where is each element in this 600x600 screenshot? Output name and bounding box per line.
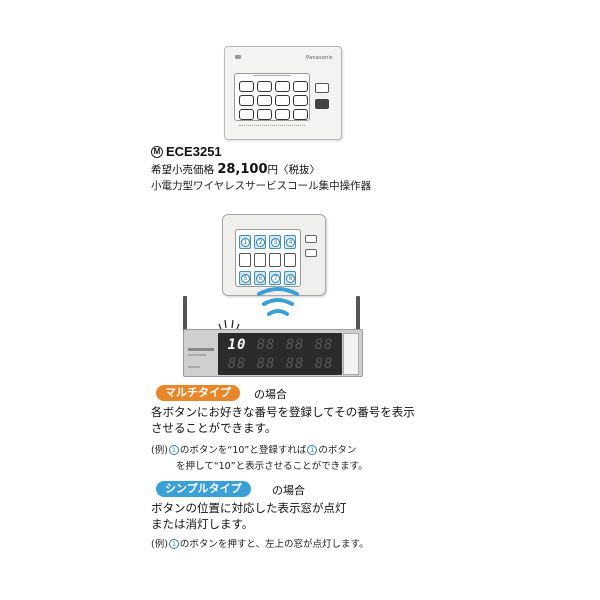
panel-button	[239, 95, 254, 106]
brand-label: Panasonic	[306, 55, 333, 61]
product-description: 小電力型ワイヤレスサービスコール集中操作器	[151, 180, 372, 192]
panel-button	[293, 109, 308, 120]
m-mark-icon: M	[151, 145, 163, 158]
panel-footer-line	[239, 125, 305, 128]
diagram-panel-button: 4	[284, 235, 296, 249]
wireless-signal-icon	[257, 287, 299, 316]
diagram-panel-button: 5	[239, 271, 251, 285]
price-value: 28,100	[217, 162, 268, 177]
panel-button	[257, 95, 272, 106]
price-label: 希望小売価格	[151, 164, 214, 176]
diagram-panel-button: 6	[254, 271, 266, 285]
circle-number-icon: 4	[286, 238, 295, 247]
price-unit: 円	[267, 164, 279, 176]
multi-example-line-2: を押して“10”と表示させることができます。	[176, 461, 368, 472]
antenna-left	[183, 296, 187, 336]
simple-type-suffix: の場合	[272, 484, 305, 497]
diagram-panel-button: 1	[239, 235, 251, 249]
diagram-panel-button: 8	[284, 271, 296, 285]
circle-number-icon: 7	[271, 274, 280, 283]
panel-button	[293, 81, 308, 92]
grid-title-line	[253, 75, 291, 78]
receiver-side-panel	[343, 333, 359, 375]
segment-digit: 88	[227, 356, 247, 372]
button-grid	[239, 81, 308, 120]
multi-line-2: させることができます。	[151, 421, 277, 435]
circle-number-icon: 8	[286, 274, 295, 283]
multi-line-1: 各ボタンにお好きな番号を登録してその番号を表示	[151, 405, 415, 419]
model-number: M ECE3251	[151, 144, 222, 159]
circle-number-icon: 1	[307, 445, 318, 455]
flash-burst-icon	[218, 319, 240, 330]
circle-number-icon: 3	[271, 238, 280, 247]
display-receiver: 10 88 88 88 88 88 88 88	[183, 329, 363, 377]
panel-button	[257, 109, 272, 120]
multi-type-suffix: の場合	[254, 388, 287, 401]
price-note: 〈税抜〉	[278, 164, 321, 176]
segment-display-screen: 10 88 88 88 88 88 88 88	[218, 333, 342, 375]
segment-digit: 88	[314, 356, 334, 372]
circle-number-icon: 5	[241, 274, 250, 283]
segment-digit: 88	[314, 337, 334, 353]
receiver-label-block	[188, 334, 218, 374]
simple-line-1: ボタンの位置に対応した表示窓が点灯	[151, 501, 347, 515]
diagram-panel-button: 2	[254, 235, 266, 249]
simple-type-tag: シンプルタイプ	[156, 481, 251, 497]
example-prefix: (例)	[151, 445, 168, 456]
example-prefix: (例)	[151, 539, 168, 550]
diagram-panel-button: 3	[269, 235, 281, 249]
circle-number-icon: 1	[168, 445, 179, 455]
panel-button	[275, 95, 290, 106]
panel-button	[239, 109, 254, 120]
panel-button	[275, 109, 290, 120]
circle-number-icon: 6	[256, 274, 265, 283]
circle-number-icon: 1	[241, 238, 250, 247]
panel-button	[257, 81, 272, 92]
example-text: のボタン	[318, 445, 357, 456]
button-grid-frame	[234, 73, 310, 121]
diagram-panel-button	[239, 253, 251, 267]
diagram-side-button-top	[305, 235, 317, 243]
segment-digit: 88	[285, 356, 305, 372]
side-button-dark	[315, 99, 329, 109]
circle-number-icon: 1	[168, 539, 179, 549]
product-photo-panel: Panasonic	[224, 46, 342, 140]
diagram-panel-button	[284, 253, 296, 267]
diagram-panel-button	[269, 253, 281, 267]
segment-digit: 88	[285, 337, 305, 353]
panel-button	[239, 81, 254, 92]
multi-type-tag: マルチタイプ	[156, 385, 240, 401]
receiver-label-bar	[188, 354, 206, 356]
circle-number-icon: 2	[256, 238, 265, 247]
example-text: のボタンを押すと、左上の窓が点灯します。	[179, 539, 369, 550]
diagram-side-button-bottom	[305, 249, 317, 257]
receiver-label-bar	[188, 366, 200, 368]
panel-button	[293, 95, 308, 106]
antenna-right	[356, 296, 360, 336]
segment-digit: 88	[256, 337, 276, 353]
simple-line-2: または消灯します。	[151, 517, 254, 531]
diagram-panel-button: 7	[269, 271, 281, 285]
side-button-light	[315, 83, 329, 93]
panel-button	[275, 81, 290, 92]
price-line: 希望小売価格 28,100円〈税抜〉	[151, 162, 320, 177]
segment-digit: 10	[227, 337, 247, 353]
segment-digit: 88	[256, 356, 276, 372]
indicator-lamp	[235, 55, 241, 59]
diagram-panel-button	[254, 253, 266, 267]
example-text: のボタンを“10”と登録すれば	[179, 445, 307, 456]
receiver-label-bar	[188, 348, 214, 351]
model-text: ECE3251	[166, 144, 222, 159]
segment-display-grid: 10 88 88 88 88 88 88 88	[224, 336, 337, 373]
